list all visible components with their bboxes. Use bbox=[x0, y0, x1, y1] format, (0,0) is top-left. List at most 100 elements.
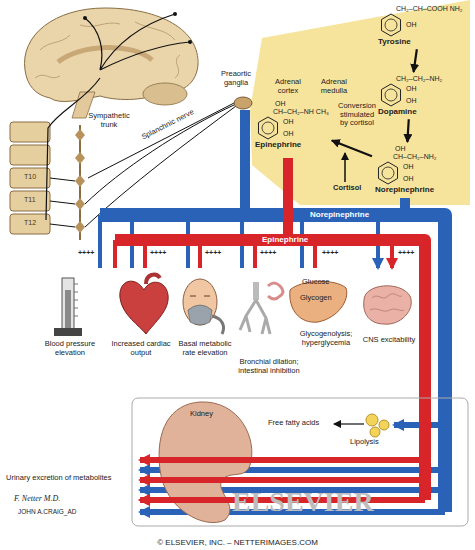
hydroxyl-column: OH OH bbox=[406, 85, 417, 105]
copyright-note: © ELSEVIER, INC. – NETTERIMAGES.COM bbox=[0, 538, 475, 547]
formula-row: Norepinephrine bbox=[375, 185, 434, 194]
region-label: Adrenal cortex bbox=[268, 78, 308, 95]
spinal-column-part bbox=[10, 168, 50, 188]
formula-row: CH–CH₂–NHCH₃ bbox=[273, 108, 329, 116]
epinephrine-stream-part bbox=[115, 240, 425, 500]
formula-text: OH bbox=[406, 97, 417, 105]
molecule-node: CH₂–CH–COOHNH₂ OH Tyrosine bbox=[378, 5, 463, 46]
bronchi-illustration-part bbox=[240, 300, 270, 334]
ring-bond bbox=[382, 167, 394, 179]
effect-label: CNS excitability bbox=[362, 336, 416, 345]
effect-label: Glycogenolysis; hyperglycemia bbox=[294, 330, 358, 347]
organ-label: Kidney bbox=[190, 410, 213, 419]
face-illustration-part bbox=[190, 296, 210, 297]
nerve-fibers-part bbox=[188, 40, 192, 44]
hydroxyl-column: OH OH bbox=[283, 118, 294, 138]
watermark: ELSEVIER bbox=[232, 486, 374, 518]
trunk-label: Sympathetic trunk bbox=[86, 112, 132, 129]
effect-bracket bbox=[132, 398, 468, 526]
formula-row: CH–CH₂–NH₂ bbox=[393, 153, 437, 161]
fat-droplets-part bbox=[379, 420, 389, 430]
spinal-column-part bbox=[10, 145, 50, 165]
formula-text: OH bbox=[406, 21, 417, 29]
formula-text: OH bbox=[283, 118, 294, 126]
effect-label: Blood pressure elevation bbox=[38, 340, 102, 357]
benzene-ring bbox=[378, 83, 404, 107]
formula-row: Epinephrine bbox=[255, 140, 301, 149]
ring-bond bbox=[385, 19, 397, 31]
formula-row: OH OH bbox=[378, 83, 417, 107]
band-label: Epinephrine bbox=[262, 235, 308, 244]
fatty-acid-arrow-part bbox=[334, 423, 364, 424]
benzene-ring bbox=[375, 161, 401, 185]
formula-row: OH OH bbox=[255, 116, 294, 140]
hydroxyl-column: OH bbox=[406, 21, 417, 29]
molecule-node: OH CH–CH₂–NH₂OH OHNorepinephrine bbox=[375, 145, 437, 194]
vertebra-label: T12 bbox=[24, 219, 36, 227]
epinephrine-stream-part bbox=[283, 158, 293, 240]
formula-row: Dopamine bbox=[378, 107, 417, 116]
norepinephrine-stream bbox=[100, 110, 445, 512]
plus-sign: ++++ bbox=[398, 249, 414, 257]
formula-text: OH bbox=[403, 175, 414, 183]
brain-illustration-part bbox=[58, 47, 152, 62]
ring-bond bbox=[262, 122, 274, 134]
ring-outline bbox=[381, 14, 400, 36]
brain-illustration bbox=[25, 8, 199, 118]
formula-row: Tyrosine bbox=[378, 37, 411, 46]
formula-row: OH bbox=[378, 13, 417, 37]
cns-brain-illustration bbox=[364, 286, 412, 324]
formula-text: OH bbox=[403, 163, 414, 171]
sympathetic-chain-part bbox=[75, 152, 85, 164]
face-illustration-part bbox=[188, 305, 212, 325]
heart-illustration bbox=[120, 275, 168, 334]
effect-label: Basal metabolic rate elevation bbox=[176, 340, 234, 357]
blood-pressure-gauge-part bbox=[62, 278, 74, 330]
ring-outline bbox=[381, 84, 400, 106]
band-label: Norepinephrine bbox=[310, 210, 369, 219]
formula-text: OH bbox=[283, 130, 294, 138]
blood-pressure-gauge-part bbox=[74, 284, 78, 316]
ring-outline bbox=[258, 117, 277, 139]
molecule-name: Tyrosine bbox=[378, 37, 411, 46]
effect-bracket-part bbox=[132, 398, 468, 526]
sympathetic-chain-part bbox=[75, 129, 85, 141]
plus-sign: ++++ bbox=[205, 249, 221, 257]
benzene-ring bbox=[378, 13, 404, 37]
spinal-column bbox=[10, 122, 50, 234]
region-label: Adrenal medulla bbox=[312, 78, 356, 95]
formula-row: CH₂–CH₂–NH₂ bbox=[396, 75, 442, 83]
fat-droplets-part bbox=[370, 427, 380, 437]
synthesis-arrow bbox=[414, 49, 417, 72]
effect-label: Bronchial dilation; intestinal inhibitio… bbox=[238, 358, 300, 375]
plus-sign: ++++ bbox=[260, 249, 276, 257]
formula-text: OH bbox=[406, 85, 417, 93]
blood-pressure-gauge-part bbox=[54, 328, 82, 336]
liver-illustration bbox=[290, 281, 347, 322]
cns-brain-illustration-part bbox=[364, 286, 412, 324]
formula-text: CH–CH₂–NH bbox=[273, 108, 314, 116]
nerve-fibers-part bbox=[173, 12, 177, 16]
nerve-fibers-part bbox=[83, 16, 87, 20]
process-label: Lipolysis bbox=[350, 438, 379, 447]
sympathetic-chain-part bbox=[50, 178, 75, 227]
formula-text: CH–CH₂–NH₂ bbox=[393, 153, 437, 161]
synthesis-arrow bbox=[407, 119, 408, 142]
plus-sign: ++++ bbox=[322, 249, 338, 257]
ring-outline bbox=[378, 162, 397, 184]
formula-text: NH₂ bbox=[450, 5, 463, 13]
effect-label: Urinary excretion of metabolites bbox=[6, 474, 111, 483]
spinal-column-part bbox=[10, 191, 50, 211]
fat-droplets bbox=[366, 414, 389, 437]
brain-illustration-part bbox=[143, 83, 187, 105]
conversion-note: Conversion stimulated by cortisol bbox=[336, 102, 378, 128]
cortisol-arrow-part bbox=[344, 153, 346, 182]
bronchi-illustration-part bbox=[268, 283, 283, 299]
face-illustration-part bbox=[212, 316, 224, 334]
nerve-fibers-part bbox=[46, 78, 100, 220]
hormone-label: Cortisol bbox=[333, 184, 361, 193]
formula-row: OH OH bbox=[375, 161, 414, 185]
formula-text: CH₂–CH–COOH bbox=[396, 5, 448, 13]
vertebra-label: T11 bbox=[24, 196, 36, 204]
nerve-fibers bbox=[46, 12, 236, 227]
